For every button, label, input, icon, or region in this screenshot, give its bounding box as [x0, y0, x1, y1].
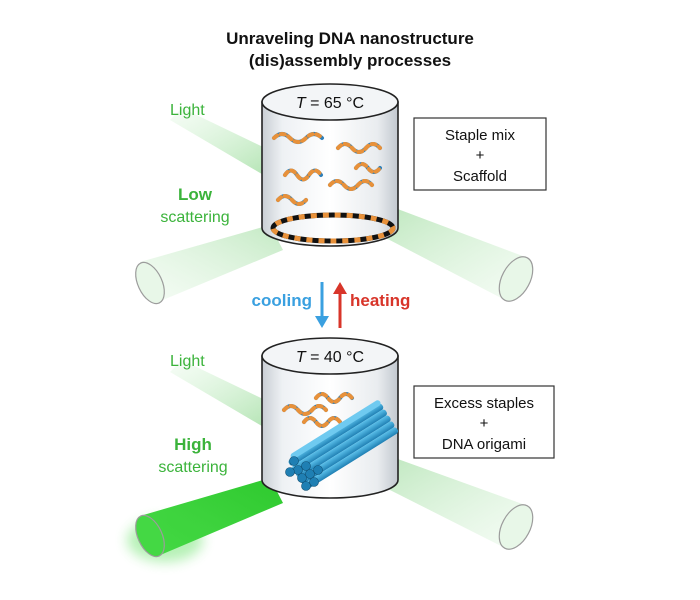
top-scattering-label: scattering — [160, 209, 229, 226]
cooling-label: cooling — [252, 291, 312, 310]
heating-arrow — [333, 282, 347, 328]
bottom-box-line-2: DNA origami — [442, 436, 526, 453]
top-box-line-2: Scaffold — [453, 168, 507, 185]
bottom-scattering-label: scattering — [158, 459, 227, 476]
bottom-temperature: T = 40 °C — [296, 349, 364, 366]
bottom-panel: T = 40 °C — [127, 338, 554, 562]
top-info-box: Staple mix + Scaffold — [414, 118, 546, 190]
cooling-arrow — [315, 282, 329, 328]
bottom-light-label: Light — [170, 353, 205, 370]
top-box-plus: + — [476, 147, 485, 164]
title-line-2: (dis)assembly processes — [249, 51, 451, 70]
heating-label: heating — [350, 291, 410, 310]
bottom-box-plus: + — [480, 415, 489, 432]
top-temperature: T = 65 °C — [296, 95, 364, 112]
top-scattering-bold: Low — [178, 185, 213, 204]
top-light-label: Light — [170, 102, 205, 119]
title-line-1: Unraveling DNA nanostructure — [226, 29, 474, 48]
bottom-scattering-bold: High — [174, 435, 212, 454]
top-panel: T = 65 °C Light Low scattering Staple mi… — [130, 84, 546, 308]
top-box-line-1: Staple mix — [445, 127, 516, 144]
transition-arrows: cooling heating — [252, 282, 411, 328]
bottom-info-box: Excess staples + DNA origami — [414, 386, 554, 458]
bottom-box-line-1: Excess staples — [434, 395, 534, 412]
